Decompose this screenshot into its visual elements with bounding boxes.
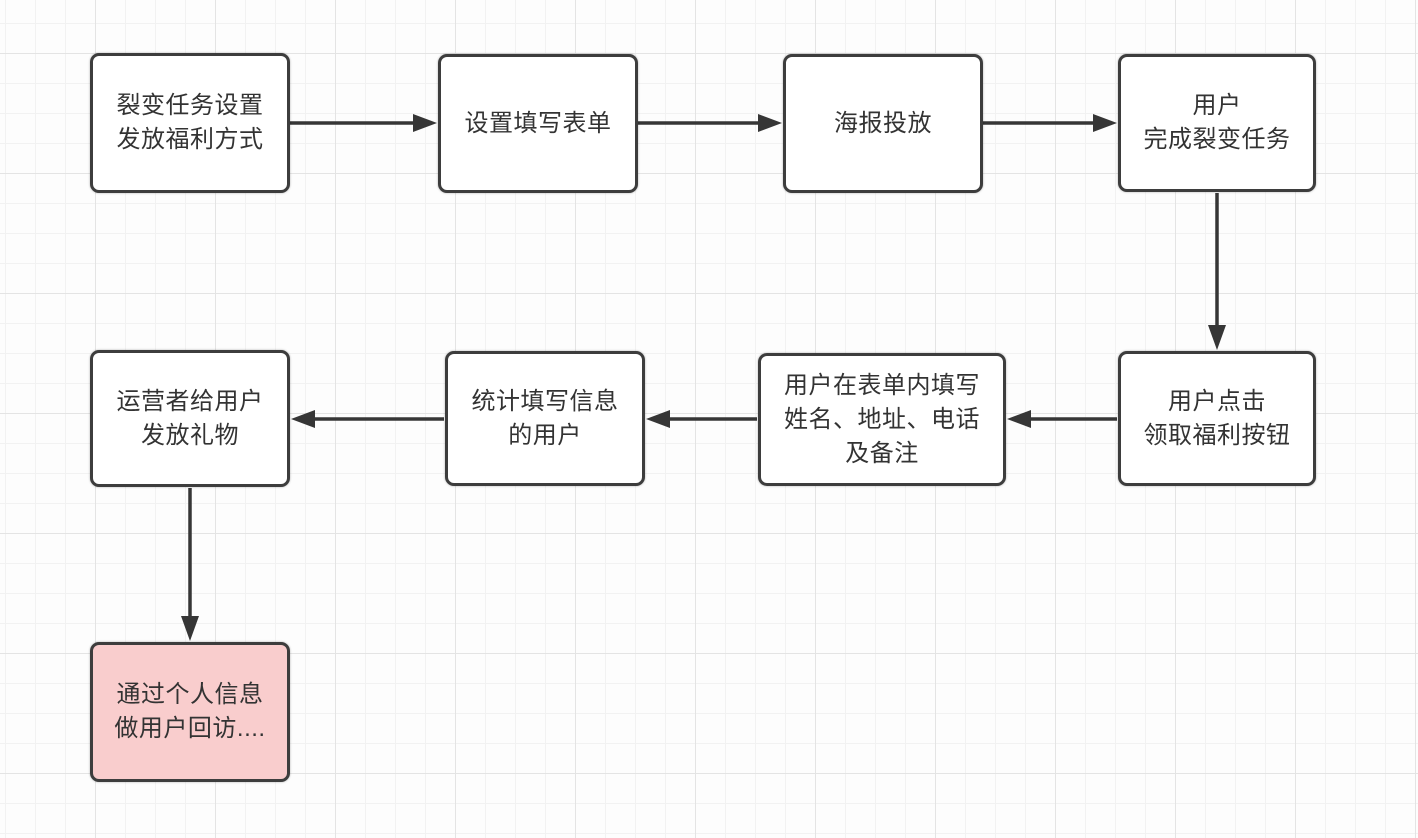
node-poster-release: 海报投放 (783, 54, 983, 193)
node-collect-form-users: 统计填写信息 的用户 (445, 351, 645, 486)
arrow-user-click-claim-to-user-fill-form (1007, 410, 1117, 428)
node-user-revisit: 通过个人信息 做用户回访.... (90, 642, 290, 782)
node-setup-form: 设置填写表单 (438, 54, 638, 193)
arrow-user-fill-form-to-collect-form-users (646, 410, 757, 428)
node-user-fill-form: 用户在表单内填写 姓名、地址、电话 及备注 (758, 353, 1006, 486)
node-user-complete-task: 用户 完成裂变任务 (1118, 54, 1316, 192)
arrow-collect-form-users-to-operator-send-gift (291, 410, 444, 428)
arrow-poster-release-to-user-complete-task (983, 114, 1117, 132)
node-operator-send-gift: 运营者给用户 发放礼物 (90, 350, 290, 487)
arrow-fission-task-setup-to-setup-form (290, 114, 437, 132)
arrow-user-complete-task-to-user-click-claim (1208, 193, 1226, 350)
arrow-operator-send-gift-to-user-revisit (181, 488, 199, 641)
node-user-click-claim: 用户点击 领取福利按钮 (1118, 351, 1316, 486)
node-fission-task-setup: 裂变任务设置 发放福利方式 (90, 53, 290, 193)
arrow-setup-form-to-poster-release (638, 114, 782, 132)
